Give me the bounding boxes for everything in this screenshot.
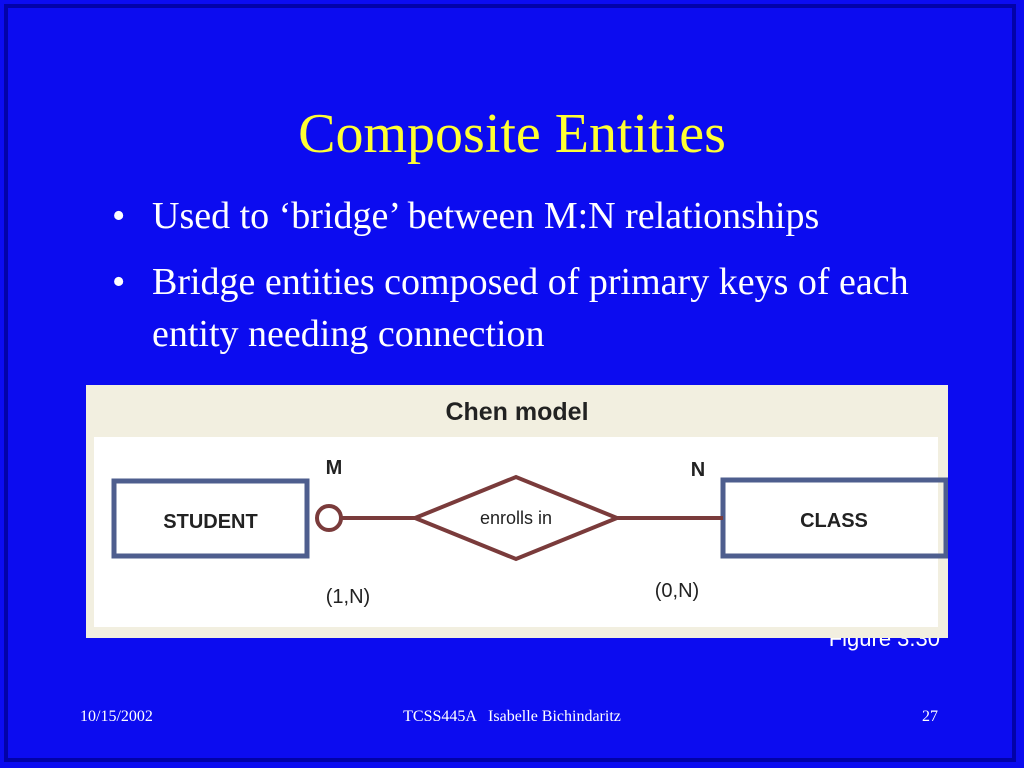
cardinality-m-label: M	[326, 457, 343, 479]
student-entity-label: STUDENT	[163, 511, 257, 533]
relationship-label: enrolls in	[480, 508, 552, 528]
bullet-item: • Bridge entities composed of primary ke…	[112, 256, 992, 360]
bullet-item: • Used to ‘bridge’ between M:N relations…	[112, 190, 992, 242]
bullet-text: Bridge entities composed of primary keys…	[152, 261, 909, 355]
bullet-icon: •	[112, 261, 126, 303]
participation-left-label: (1,N)	[326, 586, 370, 608]
bullet-text: Used to ‘bridge’ between M:N relationshi…	[152, 195, 820, 237]
slide-title: Composite Entities	[298, 103, 726, 165]
cardinality-n-label: N	[691, 459, 705, 481]
footer-course-author: TCSS445A Isabelle Bichindaritz	[403, 708, 621, 725]
slide-frame	[4, 4, 1016, 762]
student-entity-box	[111, 478, 310, 559]
footer-page-number: 27	[922, 708, 938, 725]
bullet-icon: •	[112, 195, 126, 237]
footer-date: 10/15/2002	[80, 708, 153, 725]
diagram-header: Chen model	[445, 398, 588, 426]
chen-diagram: Chen model STUDENT CLASS enrolls in M N …	[86, 385, 948, 638]
participation-right-label: (0,N)	[655, 580, 699, 602]
class-entity-label: CLASS	[800, 510, 868, 532]
relationship-diamond	[409, 474, 623, 562]
bullet-list: • Used to ‘bridge’ between M:N relations…	[112, 190, 992, 374]
chen-model-figure: Chen model STUDENT CLASS enrolls in M N …	[86, 385, 948, 638]
